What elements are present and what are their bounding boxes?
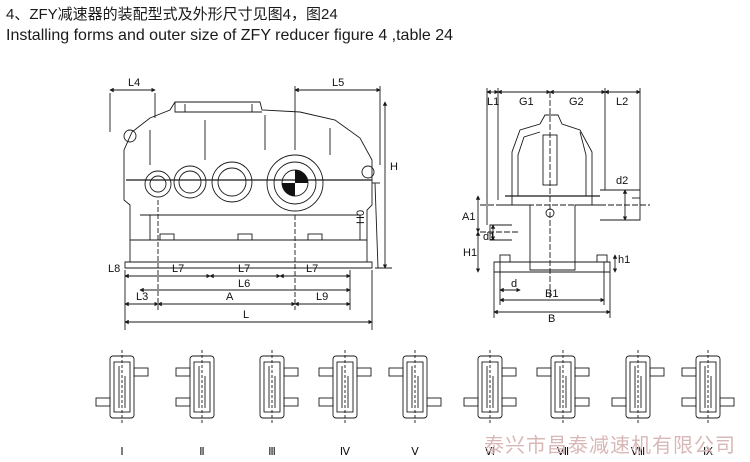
label-H1: H1 <box>463 247 477 259</box>
label-H: H <box>390 161 398 173</box>
heading-english: Installing forms and outer size of ZFY r… <box>6 27 454 44</box>
assembly-form-5 <box>388 350 442 424</box>
form-label-5: Ⅴ <box>411 446 419 458</box>
label-d2: d2 <box>616 175 628 187</box>
form-label-7: Ⅶ <box>557 446 569 458</box>
label-L9: L9 <box>316 291 328 303</box>
assembly-form-3 <box>259 350 299 424</box>
label-L7-1: L7 <box>172 263 184 275</box>
label-L8: L8 <box>108 263 120 275</box>
form-label-3: Ⅲ <box>268 446 276 458</box>
label-d1: d1 <box>483 231 495 243</box>
assembly-form-9 <box>681 350 735 424</box>
assembly-form-2 <box>175 350 215 424</box>
label-H0: H0 <box>355 210 367 224</box>
label-L: L <box>243 309 249 321</box>
label-L7-2: L7 <box>238 263 250 275</box>
label-L4: L4 <box>128 77 140 89</box>
form-label-2: Ⅱ <box>199 446 204 458</box>
form-label-8: Ⅷ <box>631 446 646 458</box>
label-L3: L3 <box>136 291 148 303</box>
watermark: 泰兴市昌泰减速机有限公司 <box>484 433 736 457</box>
heading-chinese: 4、ZFY减速器的装配型式及外形尺寸见图4，图24 <box>6 6 338 23</box>
label-L7-3: L7 <box>306 263 318 275</box>
form-label-4: Ⅳ <box>340 446 351 458</box>
assembly-form-1 <box>95 350 149 424</box>
label-B1: B1 <box>545 288 558 300</box>
assembly-form-4 <box>318 350 372 424</box>
label-L1: L1 <box>487 96 499 108</box>
label-L2: L2 <box>616 96 628 108</box>
form-label-9: Ⅸ <box>703 446 713 458</box>
assembly-form-8 <box>611 350 665 424</box>
assembly-form-6 <box>463 350 517 424</box>
label-G2: G2 <box>569 96 584 108</box>
label-A1: A1 <box>462 211 475 223</box>
label-h1: h1 <box>618 254 630 266</box>
label-B: B <box>548 313 555 325</box>
label-A: A <box>226 291 234 303</box>
form-label-6: Ⅵ <box>485 446 495 458</box>
form-label-1: Ⅰ <box>120 446 123 458</box>
label-L5: L5 <box>332 77 344 89</box>
label-G1: G1 <box>519 96 534 108</box>
assembly-form-7 <box>536 350 590 424</box>
label-d: d <box>511 278 517 290</box>
label-L6: L6 <box>238 278 250 290</box>
